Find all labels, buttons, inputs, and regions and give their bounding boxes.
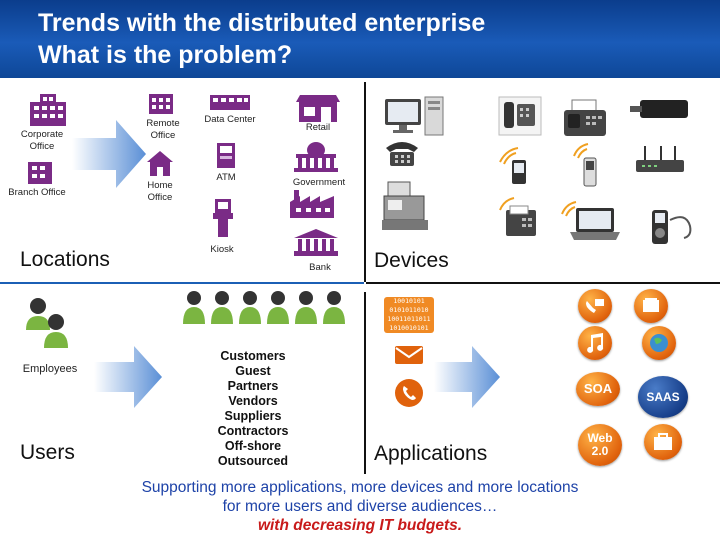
bank-icon: [294, 229, 338, 256]
binary-data-icon: 10010101 0101011010 10011011011 10100101…: [384, 297, 434, 333]
kiosk-icon: [213, 199, 233, 237]
employees-label: Employees: [22, 363, 78, 375]
remote-office-label: Remote Office: [146, 118, 180, 141]
footer-line-2: for more users and diverse audiences…: [222, 498, 498, 515]
data-center-icon: [210, 95, 250, 110]
home-office-icon: [147, 151, 173, 176]
footer-line-3: with decreasing IT budgets.: [257, 517, 463, 534]
vertical-divider-top: [364, 82, 366, 282]
users-heading: Users: [20, 441, 75, 464]
email-icon: [395, 346, 423, 364]
web20-label: Web 2.0: [587, 431, 613, 458]
vertical-divider-bottom: [364, 292, 366, 474]
monitor-icon: [385, 99, 421, 133]
media-player-icon: [652, 210, 692, 244]
home-office-label: Home Office: [147, 180, 173, 203]
audience-item: Partners: [227, 379, 279, 393]
saas-badge[interactable]: SAAS: [638, 376, 688, 418]
audience-item: Off-shore: [224, 439, 282, 453]
branch-office-label: Branch Office: [8, 187, 66, 198]
audience-item: Guest: [235, 364, 271, 378]
horizontal-divider-left: [0, 282, 364, 284]
laptop-icon: [561, 201, 620, 240]
applications-heading: Applications: [374, 442, 488, 465]
web20-badge[interactable]: Web 2.0: [578, 424, 622, 466]
government-label: Government: [292, 177, 346, 188]
horizontal-divider-right: [366, 282, 720, 284]
communication-app-icon: [578, 289, 612, 323]
soa-label: SOA: [583, 381, 613, 396]
locations-arrow: [72, 120, 146, 188]
corporate-office-icon: [30, 94, 66, 126]
printer-icon: [499, 197, 536, 236]
government-icon: [294, 142, 338, 172]
audience-item: Suppliers: [224, 409, 282, 423]
locations-heading: Locations: [20, 248, 110, 271]
briefcase-app-icon: [644, 424, 682, 460]
devices-heading: Devices: [374, 249, 449, 272]
users-arrow: [94, 346, 162, 408]
audience-item: Customers: [220, 349, 286, 363]
desk-phone-icon: [386, 142, 418, 166]
audience-item: Vendors: [228, 394, 278, 408]
projector-icon: [630, 100, 688, 118]
pos-terminal-icon: [382, 181, 428, 230]
retail-label: Retail: [305, 122, 331, 133]
multiline-phone-icon: [498, 96, 542, 136]
employee-avatars-icon: [26, 298, 68, 348]
saas-label: SAAS: [646, 390, 680, 404]
audience-item: Contractors: [217, 424, 289, 438]
audience-list: Customers Guest Partners Vendors Supplie…: [198, 349, 308, 469]
wireless-router-icon: [636, 146, 684, 172]
desktop-tower-icon: [424, 96, 444, 136]
phone-app-icon: [395, 379, 423, 407]
title-line-1: Trends with the distributed enterprise: [38, 9, 486, 37]
title-line-2: What is the problem?: [38, 41, 293, 69]
corporate-office-label: Corporate Office: [20, 129, 64, 152]
audience-item: Outsourced: [217, 454, 289, 468]
storage-app-icon: [634, 289, 668, 323]
soa-badge[interactable]: SOA: [576, 372, 620, 406]
remote-office-icon: [149, 94, 173, 114]
branch-office-icon: [28, 162, 52, 184]
factory-icon: [290, 190, 334, 218]
atm-icon: [217, 143, 235, 168]
kiosk-label: Kiosk: [210, 244, 234, 255]
handheld-device-icon: [573, 143, 597, 187]
music-app-icon: [578, 326, 612, 360]
customers-avatars-icon: [183, 291, 345, 324]
applications-arrow: [434, 346, 500, 408]
data-center-label: Data Center: [204, 114, 256, 125]
mobile-phone-icon: [499, 147, 526, 184]
bank-label: Bank: [309, 262, 331, 273]
footer-line-1: Supporting more applications, more devic…: [141, 479, 579, 496]
globe-app-icon: [642, 326, 676, 360]
fax-machine-icon: [564, 99, 606, 136]
retail-icon: [296, 95, 340, 122]
title-banner: Trends with the distributed enterprise W…: [0, 0, 720, 78]
atm-label: ATM: [216, 172, 236, 183]
